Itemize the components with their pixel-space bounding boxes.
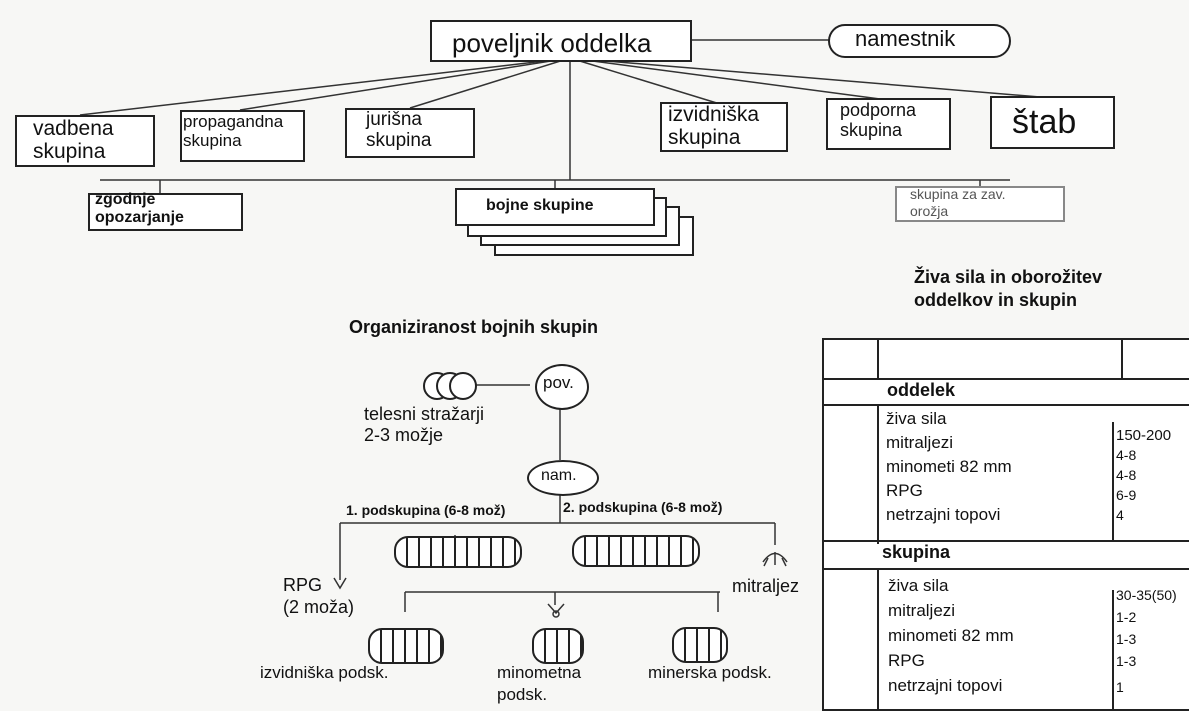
table-title-line1: Živa sila in oborožitev (914, 267, 1103, 287)
subgroup2-soldiers-icon (572, 535, 700, 567)
mortar-sub-label-line1: minometna (497, 663, 582, 682)
mortar-sub-icon (532, 628, 584, 664)
early-warning-box (88, 193, 243, 231)
unit-assault-label: jurišna skupina (366, 109, 432, 151)
unit-training-label: vadbena skupina (33, 117, 114, 164)
mining-sub-icon (672, 627, 728, 663)
commander-label: poveljnik oddelka (452, 28, 652, 58)
weapons-group-label-line2: orožja (910, 203, 949, 219)
bodyguards-label-line2: 2-3 možje (364, 425, 444, 445)
combat-groups-label: bojne skupine (486, 197, 594, 214)
oddelek-row-label: mitraljezi (886, 433, 954, 452)
mortar-sub-label-line2: podsk. (497, 685, 548, 704)
skupina-row-label: RPG (888, 651, 925, 670)
rpg-label-line2: (2 moža) (283, 597, 355, 617)
combat-groups-box (455, 188, 655, 226)
skupina-row-label: netrzajni topovi (888, 676, 1003, 695)
unit-staff-box (990, 96, 1115, 149)
subgroup1-soldiers-icon (394, 536, 522, 568)
skupina-row-value: 30-35(50) (1116, 587, 1177, 603)
oddelek-row-label: minometi 82 mm (886, 457, 1012, 476)
weapons-group-box (895, 186, 1065, 222)
unit-propaganda-box (180, 110, 305, 162)
oddelek-row-label: netrzajni topovi (886, 505, 1001, 524)
unit-training-box (15, 115, 155, 167)
early-warning-label: zgodnje opozarjanje (95, 191, 184, 226)
skupina-row-label: živa sila (888, 576, 949, 595)
skupina-row-value: 1-3 (1116, 631, 1137, 647)
unit-recon-label: izvidniška skupina (668, 103, 760, 150)
stats-table: oddelek živa sila mitraljezi minometi 82… (822, 338, 1189, 711)
rpg-label-line1: RPG (283, 575, 323, 595)
weapons-group-label-line1: skupina za zav. (910, 186, 1006, 202)
oddelek-row-value: 4-8 (1116, 447, 1137, 463)
skupina-row-value: 1 (1116, 679, 1124, 695)
mining-sub-label: minerska podsk. (648, 663, 772, 682)
oddelek-row-value: 150-200 (1116, 427, 1172, 444)
section-skupina-header (824, 540, 1189, 570)
deputy-label: namestnik (855, 26, 956, 51)
deputy-circle (527, 460, 599, 496)
recon-sub-icon (368, 628, 444, 664)
section-skupina-heading: skupina (882, 542, 951, 562)
table-title-line2: oddelkov in skupin (914, 290, 1078, 310)
unit-support-box (826, 98, 951, 150)
unit-assault-box (345, 108, 475, 158)
oddelek-row-label: RPG (886, 481, 923, 500)
combat-org-title: Organiziranost bojnih skupin (349, 317, 599, 337)
subgroup1-label: 1. podskupina (6-8 mož) (346, 502, 506, 518)
commander-box (430, 20, 692, 62)
subgroup2-label: 2. podskupina (6-8 mož) (563, 499, 723, 515)
machine-gun-label: mitraljez (732, 576, 800, 596)
skupina-row-label: mitraljezi (888, 601, 956, 620)
commander-circle (535, 364, 589, 410)
recon-sub-label: izvidniška podsk. (260, 663, 389, 682)
oddelek-row-label: živa sila (886, 409, 947, 428)
deputy-circle-label: nam. (541, 467, 577, 484)
unit-propaganda-label: propagandna skupina (183, 112, 284, 150)
oddelek-row-value: 4 (1116, 507, 1124, 523)
unit-staff-label: štab (1012, 103, 1077, 141)
skupina-row-label: minometi 82 mm (888, 626, 1014, 645)
bodyguards-icon (423, 372, 477, 400)
commander-circle-label: pov. (543, 373, 574, 392)
section-oddelek-heading: oddelek (887, 380, 956, 400)
unit-support-label: podporna skupina (840, 100, 917, 140)
bodyguards-label-line1: telesni stražarji (364, 404, 485, 424)
oddelek-row-value: 4-8 (1116, 467, 1137, 483)
skupina-row-value: 1-3 (1116, 653, 1137, 669)
oddelek-row-value: 6-9 (1116, 487, 1137, 503)
unit-recon-box (660, 102, 788, 152)
section-oddelek-header (824, 378, 1189, 406)
deputy-box (828, 24, 1011, 58)
skupina-row-value: 1-2 (1116, 609, 1137, 625)
